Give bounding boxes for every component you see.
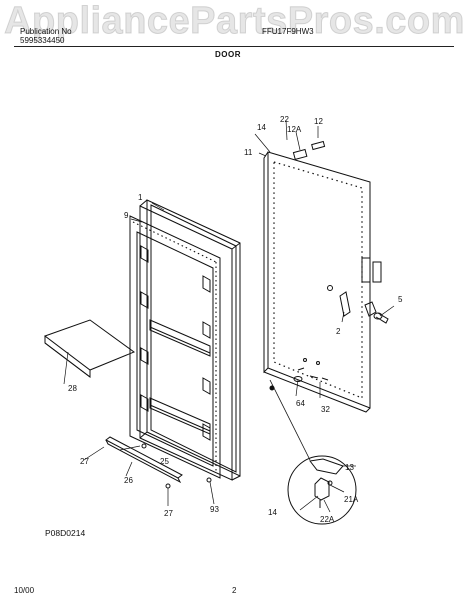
callout-1: 1 [138, 193, 143, 202]
header-rule [14, 46, 454, 47]
callout-14-detail: 14 [268, 508, 277, 517]
callout-26: 26 [124, 476, 133, 485]
callout-5: 5 [398, 295, 403, 304]
callout-64: 64 [296, 399, 305, 408]
hinge-detail-circle [269, 379, 357, 525]
section-title: DOOR [215, 50, 241, 59]
footer-date: 10/00 [14, 586, 35, 595]
callout-14-top: 14 [257, 123, 266, 132]
leader-lines [63, 119, 395, 513]
footer-page-number: 2 [232, 586, 237, 595]
callout-32: 32 [321, 405, 330, 414]
callout-22: 22 [280, 115, 289, 124]
watermark: AppliancePartsPros.com [4, 0, 465, 43]
callout-labels: 1 2 5 9 11 12 12A 13 14 14 21A 22 22A 25… [68, 115, 403, 524]
door-gasket [139, 199, 241, 481]
door-shelf [43, 319, 136, 379]
callout-12: 12 [314, 117, 323, 126]
publication-info: Publication No 5995334450 [20, 27, 72, 45]
model-number: FFU17F9HW3 [262, 27, 314, 36]
callout-21a: 21A [344, 495, 359, 504]
callout-27-bottom: 27 [164, 509, 173, 518]
publication-number: 5995334450 [20, 36, 65, 45]
callout-27-left: 27 [80, 457, 89, 466]
publication-label: Publication No [20, 27, 72, 36]
drawing-code: P08D0214 [45, 528, 86, 538]
callout-22a: 22A [320, 515, 335, 524]
callout-25: 25 [160, 457, 169, 466]
callout-9: 9 [124, 211, 129, 220]
callout-2: 2 [336, 327, 341, 336]
inner-door-liner [129, 215, 221, 479]
callout-13: 13 [345, 463, 354, 472]
outer-door-panel [263, 140, 389, 413]
callout-28: 28 [68, 384, 77, 393]
callout-12a: 12A [287, 125, 302, 134]
bottom-trim [105, 436, 212, 489]
callout-11: 11 [244, 148, 253, 157]
callout-93: 93 [210, 505, 219, 514]
